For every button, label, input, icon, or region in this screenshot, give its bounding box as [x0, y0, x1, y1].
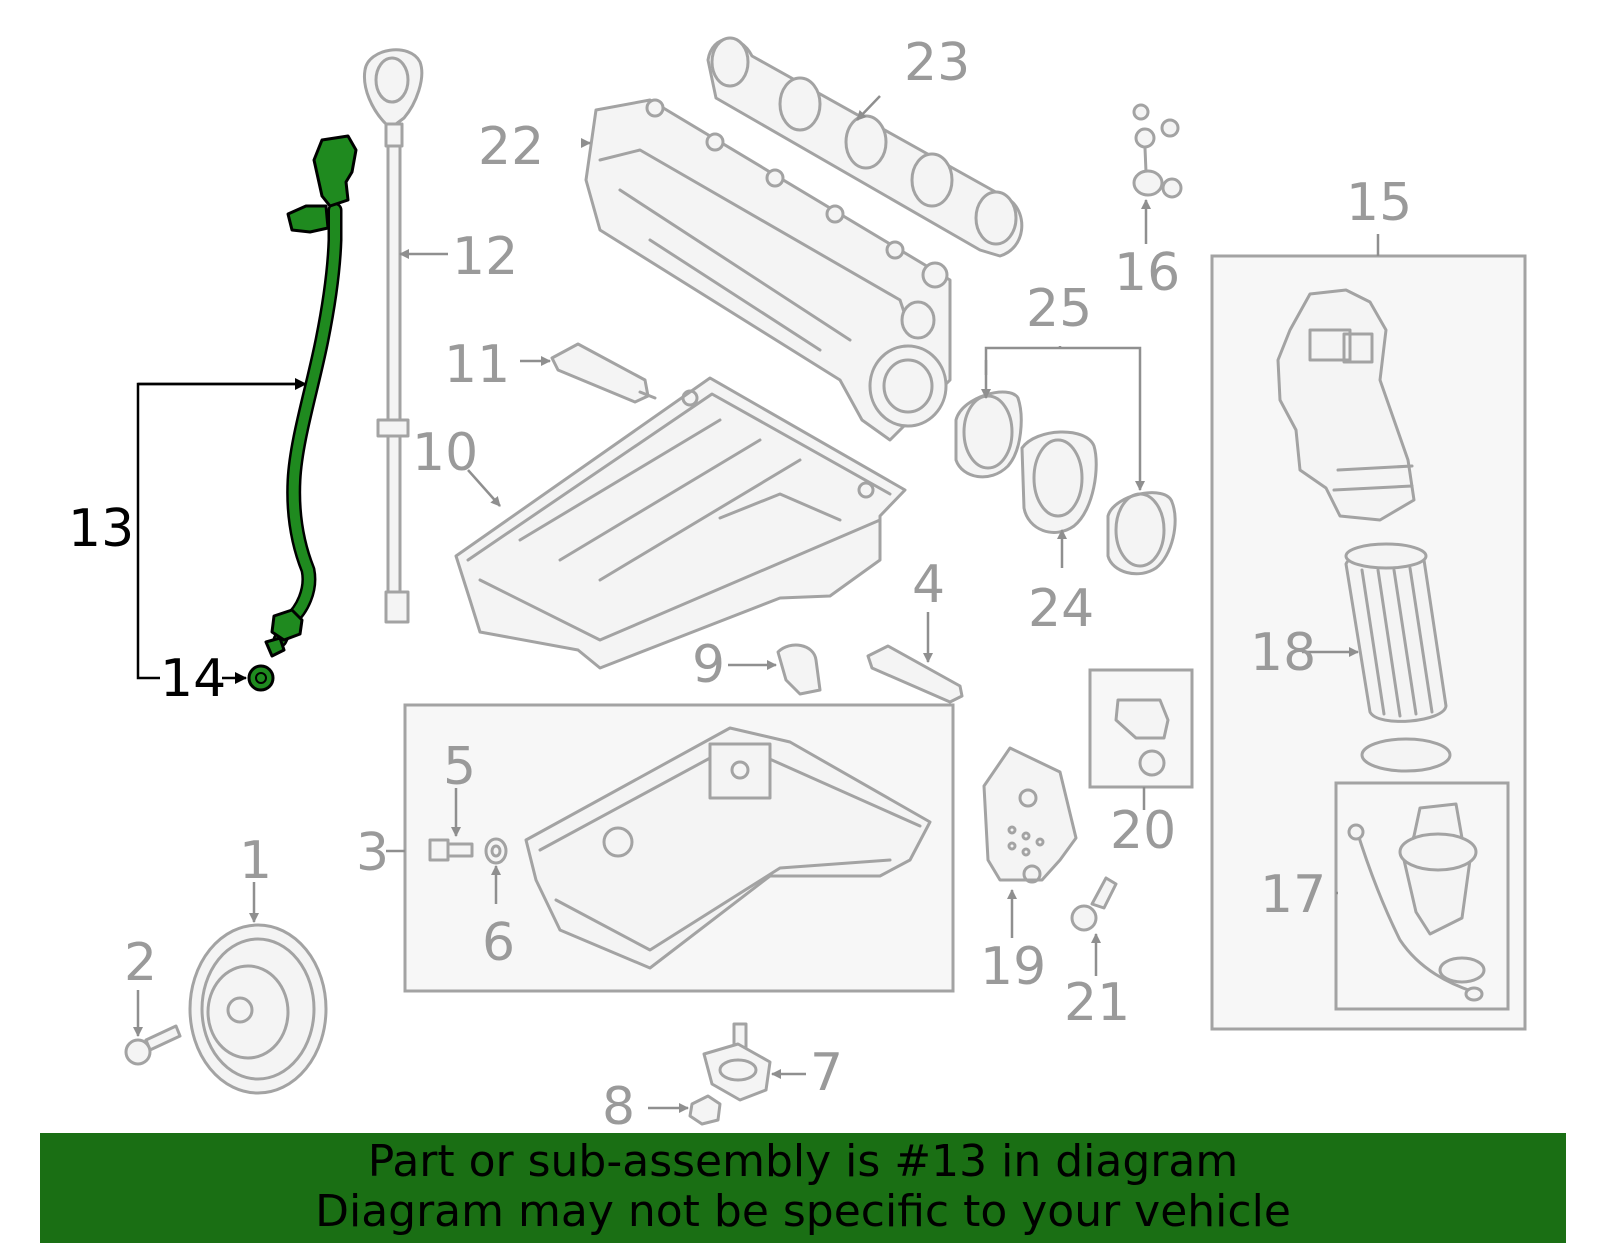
- info-banner: Part or sub-assembly is #13 in diagram D…: [40, 1133, 1566, 1243]
- part-16-seals: [1132, 103, 1183, 199]
- callout-labels: 1 2 3 4 5 6 7 8 9 10 11 12 13 14 15 16 1…: [68, 33, 1412, 1137]
- part-1-pulley: [188, 923, 328, 1095]
- banner-line-1: Part or sub-assembly is #13 in diagram: [367, 1136, 1239, 1187]
- part-25-gasket-front: [954, 390, 1023, 479]
- callout-11: 11: [444, 335, 510, 395]
- part-7-level-sensor: [702, 1022, 772, 1102]
- callout-1: 1: [239, 831, 272, 891]
- callout-22: 22: [478, 117, 544, 177]
- part-12-dipstick: [362, 48, 424, 624]
- part-2-bolt: [124, 1024, 182, 1066]
- callout-21: 21: [1064, 973, 1130, 1033]
- callout-9: 9: [692, 635, 725, 695]
- part-23-gasket: [706, 36, 1024, 258]
- callout-12: 12: [452, 227, 518, 287]
- callout-13: 13: [68, 499, 134, 559]
- callout-10: 10: [412, 423, 478, 483]
- part-11-sensor: [550, 342, 657, 404]
- callout-18: 18: [1250, 623, 1316, 683]
- part-6-washer: [484, 837, 508, 865]
- part-17-filter-kit: [1347, 802, 1486, 1002]
- callout-24: 24: [1028, 579, 1094, 639]
- callout-14: 14: [160, 649, 226, 709]
- callout-15: 15: [1346, 173, 1412, 233]
- part-13-dipstick-tube: [264, 134, 358, 658]
- part-15-filter-housing: [1276, 288, 1416, 522]
- callout-6: 6: [482, 913, 515, 973]
- callout-7: 7: [810, 1043, 843, 1103]
- leader-lines: [133, 95, 1380, 1113]
- part-10-upper-oil-pan: [454, 376, 907, 670]
- part-20-gasket-kit: [1114, 698, 1170, 777]
- banner-line-2: Diagram may not be specific to your vehi…: [315, 1186, 1291, 1237]
- callout-23: 23: [904, 33, 970, 93]
- part-22-valve-cover: [584, 98, 952, 442]
- callout-8: 8: [602, 1077, 635, 1137]
- callout-2: 2: [124, 933, 157, 993]
- callout-25: 25: [1026, 279, 1092, 339]
- callout-17: 17: [1260, 865, 1326, 925]
- callout-3: 3: [356, 823, 389, 883]
- part-4-sensor: [866, 644, 964, 704]
- part-24-cover: [1020, 430, 1098, 534]
- part-25-gasket-rear: [1106, 491, 1177, 576]
- callout-5: 5: [443, 737, 476, 797]
- part-18-filter-element: [1344, 542, 1452, 773]
- part-5-drain-bolt: [428, 838, 474, 862]
- callout-19: 19: [980, 937, 1046, 997]
- part-8-nut: [688, 1094, 722, 1126]
- callout-20: 20: [1110, 801, 1176, 861]
- callout-4: 4: [912, 555, 945, 615]
- part-19-oil-cooler: [982, 746, 1078, 884]
- part-3-lower-oil-pan: [524, 726, 932, 970]
- callout-16: 16: [1114, 243, 1180, 303]
- part-14-seal: [247, 664, 275, 692]
- part-21-bolt: [1070, 876, 1118, 932]
- part-9-plug: [776, 643, 822, 696]
